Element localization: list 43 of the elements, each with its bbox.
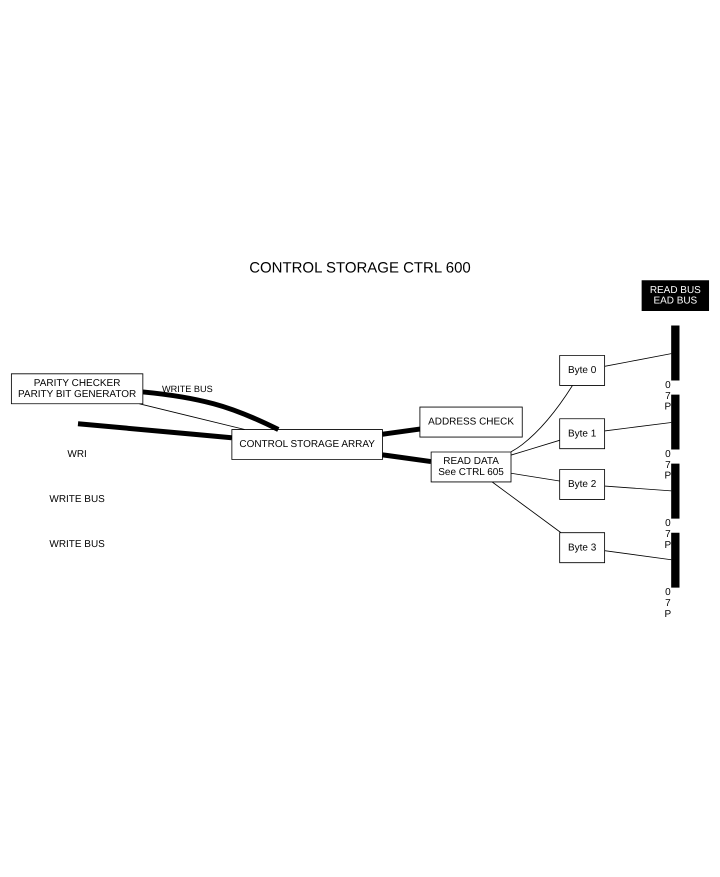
connector xyxy=(382,452,432,464)
node-label: 7 xyxy=(665,390,671,402)
connector xyxy=(139,403,246,430)
node-label: 0 xyxy=(665,587,671,598)
connector xyxy=(510,440,560,456)
connector xyxy=(604,550,672,560)
node-box: Byte 2 xyxy=(559,469,606,500)
node-bar xyxy=(671,394,680,450)
node-label: P xyxy=(664,540,672,551)
edge-label: WRITE BUS xyxy=(162,384,213,394)
node-label: P xyxy=(664,470,672,482)
node-label: 0 xyxy=(665,518,671,530)
node-box: ADDRESS CHECK xyxy=(419,406,523,438)
label: WRITE BUS xyxy=(49,494,105,506)
node-box: Byte 3 xyxy=(559,532,606,564)
node-label: 7 xyxy=(665,598,671,610)
node-bar xyxy=(671,326,680,380)
connector xyxy=(510,472,560,482)
node-label: P xyxy=(664,608,672,620)
node-label: 7 xyxy=(665,460,671,471)
connector xyxy=(382,426,420,437)
connector xyxy=(492,482,562,533)
connector xyxy=(142,389,280,432)
node-box: READ BUS EAD BUS xyxy=(642,280,710,311)
connector xyxy=(604,353,672,367)
label: WRI xyxy=(67,449,87,460)
node-label: P xyxy=(664,402,672,413)
node-bar xyxy=(671,532,680,588)
node-label: 0 xyxy=(665,380,671,392)
connector xyxy=(604,422,672,432)
node-box: Byte 0 xyxy=(559,355,606,386)
connector xyxy=(604,486,672,492)
node-box: PARITY CHECKER PARITY BIT GENERATOR xyxy=(10,373,144,404)
node-box: CONTROL STORAGE ARRAY xyxy=(231,429,383,460)
node-box: READ DATA See CTRL 605 xyxy=(430,452,512,482)
node-label: 0 xyxy=(665,449,671,460)
connector xyxy=(510,385,573,452)
diagram-title: CONTROL STORAGE CTRL 600 xyxy=(249,260,471,277)
connector xyxy=(78,421,232,440)
label: WRITE BUS xyxy=(49,538,105,550)
node-label: 7 xyxy=(665,528,671,540)
node-bar xyxy=(671,464,680,519)
node-box: Byte 1 xyxy=(559,418,606,450)
